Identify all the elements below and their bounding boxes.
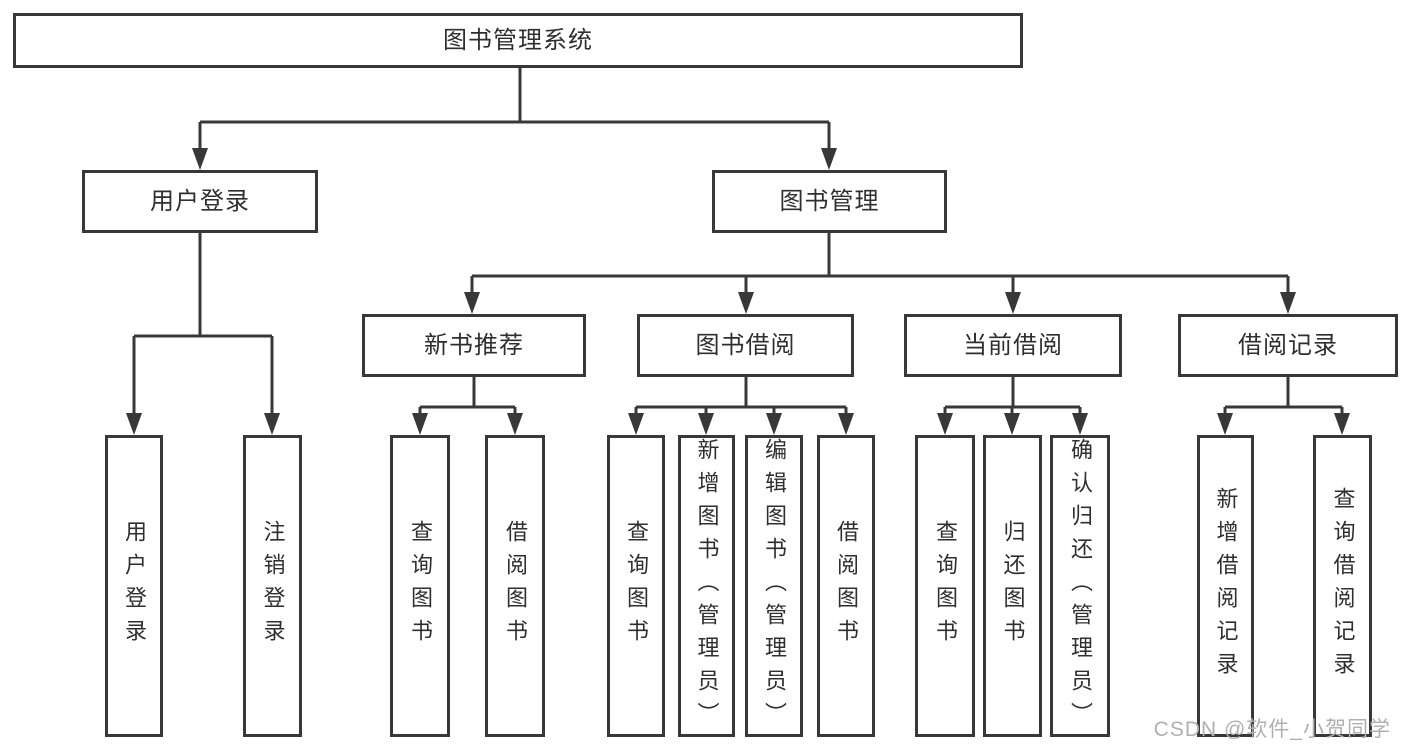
- node-bor-edit-book: 编辑图书（管理员）: [745, 435, 803, 737]
- node-book-mgmt: 图书管理: [712, 170, 947, 233]
- node-rec-borrow-book: 借阅图书: [485, 435, 545, 737]
- node-bor-borrow-book: 借阅图书: [817, 435, 875, 737]
- node-book-borrow: 图书借阅: [637, 314, 854, 377]
- node-rec-query-book: 查询图书: [390, 435, 450, 737]
- node-bor-query-book: 查询图书: [607, 435, 665, 737]
- node-leaf-logout: 注销登录: [243, 435, 302, 737]
- node-cur-confirm-return: 确认归还（管理员）: [1050, 435, 1110, 737]
- node-cur-query-book: 查询图书: [915, 435, 975, 737]
- node-root: 图书管理系统: [13, 13, 1023, 68]
- node-log-query-record: 查询借阅记录: [1313, 435, 1372, 737]
- csdn-watermark: CSDN @软件_小贺同学: [1153, 718, 1391, 741]
- node-current-borrow: 当前借阅: [904, 314, 1122, 377]
- node-bor-add-book: 新增图书（管理员）: [678, 435, 735, 737]
- node-cur-return-book: 归还图书: [983, 435, 1042, 737]
- node-log-add-record: 新增借阅记录: [1197, 435, 1254, 737]
- node-user-login: 用户登录: [82, 170, 318, 233]
- node-leaf-user-login: 用户登录: [105, 435, 163, 737]
- node-new-book-rec: 新书推荐: [362, 314, 586, 377]
- node-borrow-records: 借阅记录: [1178, 314, 1398, 377]
